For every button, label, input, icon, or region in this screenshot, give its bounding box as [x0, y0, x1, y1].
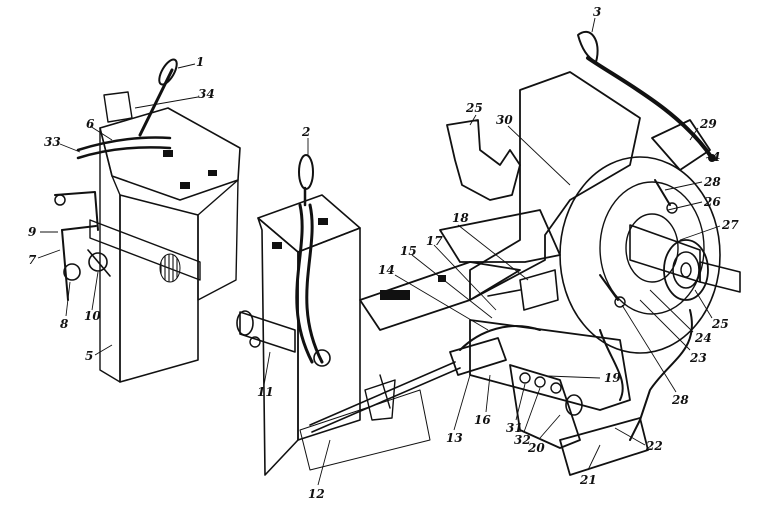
label-28-lower: 28 [671, 393, 689, 407]
label-15: 15 [400, 244, 417, 258]
label-14: 14 [378, 263, 395, 277]
label-2: 2 [301, 125, 310, 139]
label-6: 6 [86, 117, 95, 131]
center-housing [236, 154, 461, 476]
label-5: 5 [85, 349, 93, 363]
label-19: 19 [604, 371, 621, 385]
label-3: 3 [593, 5, 601, 19]
label-33: 33 [44, 135, 61, 149]
right-housing [359, 30, 741, 476]
label-16: 16 [474, 413, 491, 427]
label-1: 1 [196, 55, 204, 69]
label-8: 8 [60, 317, 69, 331]
label-25-lower: 25 [711, 317, 729, 331]
label-30: 30 [496, 113, 513, 127]
label-4: 4 [712, 150, 720, 164]
label-21: 21 [579, 473, 597, 487]
lever-1 [138, 58, 178, 137]
label-12: 12 [308, 487, 325, 501]
leader-lines [37, 17, 721, 486]
label-34: 34 [198, 87, 215, 101]
label-11: 11 [257, 385, 274, 399]
label-26: 26 [703, 195, 721, 209]
label-13: 13 [446, 431, 463, 445]
label-7: 7 [28, 253, 37, 267]
label-24: 24 [694, 331, 712, 345]
label-25-upper: 25 [465, 101, 483, 115]
label-31: 31 [506, 421, 523, 435]
label-27: 27 [721, 218, 739, 232]
label-28-upper: 28 [703, 175, 721, 189]
label-18: 18 [452, 211, 469, 225]
label-20: 20 [527, 441, 545, 455]
left-housing [54, 91, 241, 383]
label-23: 23 [689, 351, 707, 365]
label-29: 29 [699, 117, 717, 131]
label-22: 22 [645, 439, 663, 453]
label-9: 9 [28, 225, 37, 239]
label-10: 10 [84, 309, 101, 323]
callout-labels: 1 2 3 4 5 6 7 8 9 10 11 12 13 14 15 16 1… [28, 5, 739, 501]
label-17: 17 [426, 234, 443, 248]
label-32: 32 [514, 433, 531, 447]
